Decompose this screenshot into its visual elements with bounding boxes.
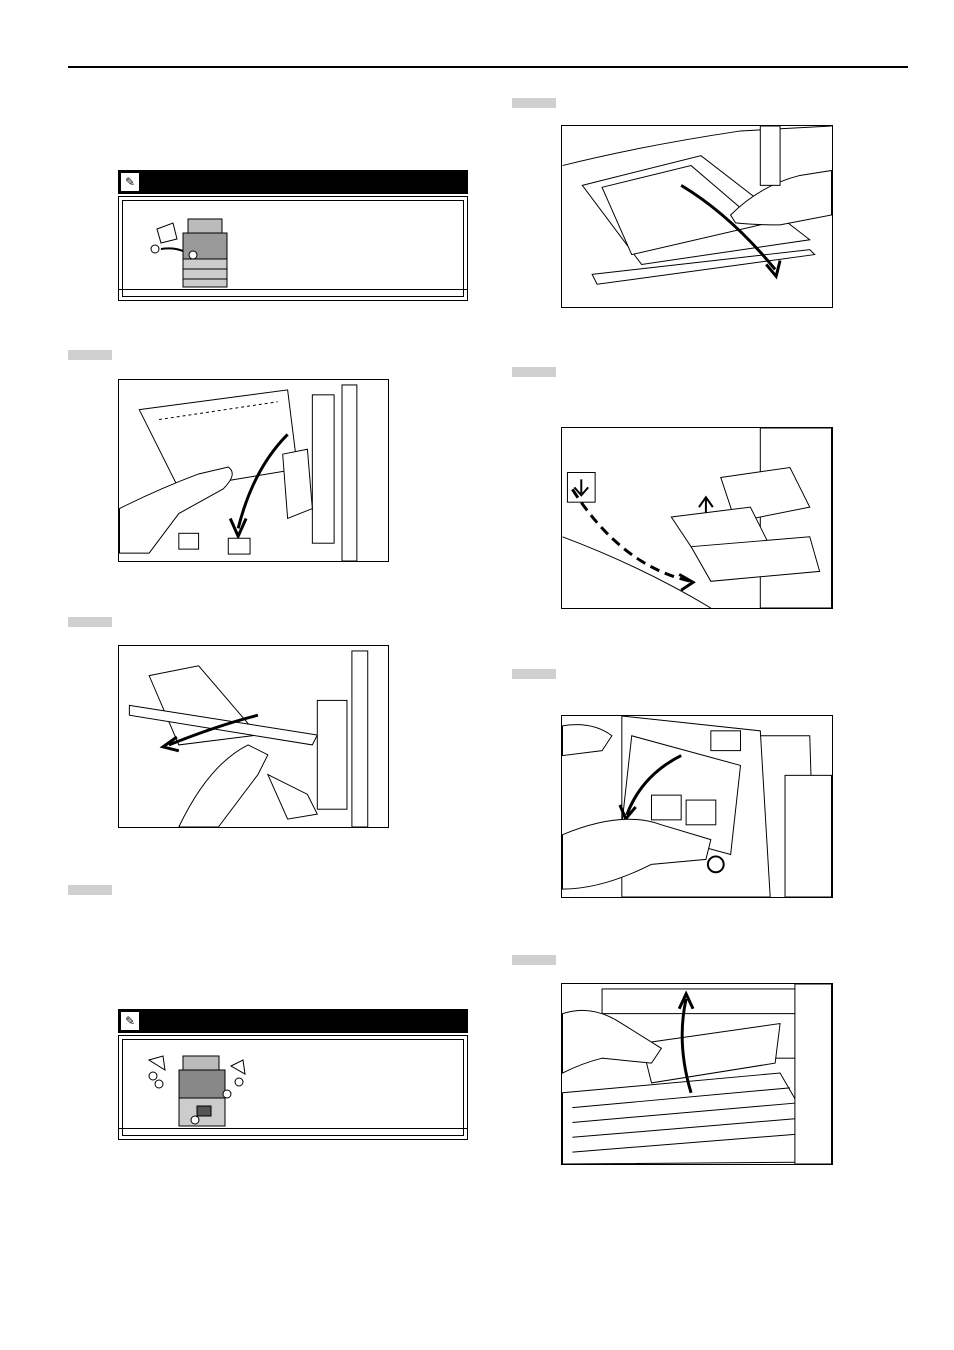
copier-diagram-icon — [143, 209, 253, 291]
panel-divider — [119, 289, 467, 290]
figure-lift-fuser-guide — [561, 983, 833, 1165]
header-rule — [68, 66, 908, 68]
panel-jam-location-2: ✎ — [118, 1009, 468, 1140]
panel-body — [118, 196, 468, 301]
panel-header: ✎ — [118, 170, 468, 194]
step-tab-2 — [68, 617, 112, 627]
step-tab-5 — [512, 367, 556, 377]
panel-jam-location-1: ✎ — [118, 170, 468, 301]
panel-frame — [122, 200, 464, 297]
figure-pull-paper-from-output — [561, 427, 833, 609]
panel-frame — [122, 1039, 464, 1136]
panel-body — [118, 1035, 468, 1140]
step-tab-4 — [512, 98, 556, 108]
figure-remove-jammed-paper — [118, 645, 389, 828]
step-tab-1 — [68, 350, 112, 360]
step-tab-7 — [512, 955, 556, 965]
figure-pull-paper-from-tray — [561, 125, 833, 308]
panel-divider — [119, 1128, 467, 1129]
step-tab-3 — [68, 885, 112, 895]
wrench-icon: ✎ — [121, 173, 139, 191]
wrench-icon: ✎ — [121, 1012, 139, 1030]
step-tab-6 — [512, 669, 556, 679]
panel-header: ✎ — [118, 1009, 468, 1033]
copier-diagram-icon — [143, 1048, 253, 1130]
figure-open-front-cover — [561, 715, 833, 898]
figure-open-left-cover — [118, 379, 389, 562]
